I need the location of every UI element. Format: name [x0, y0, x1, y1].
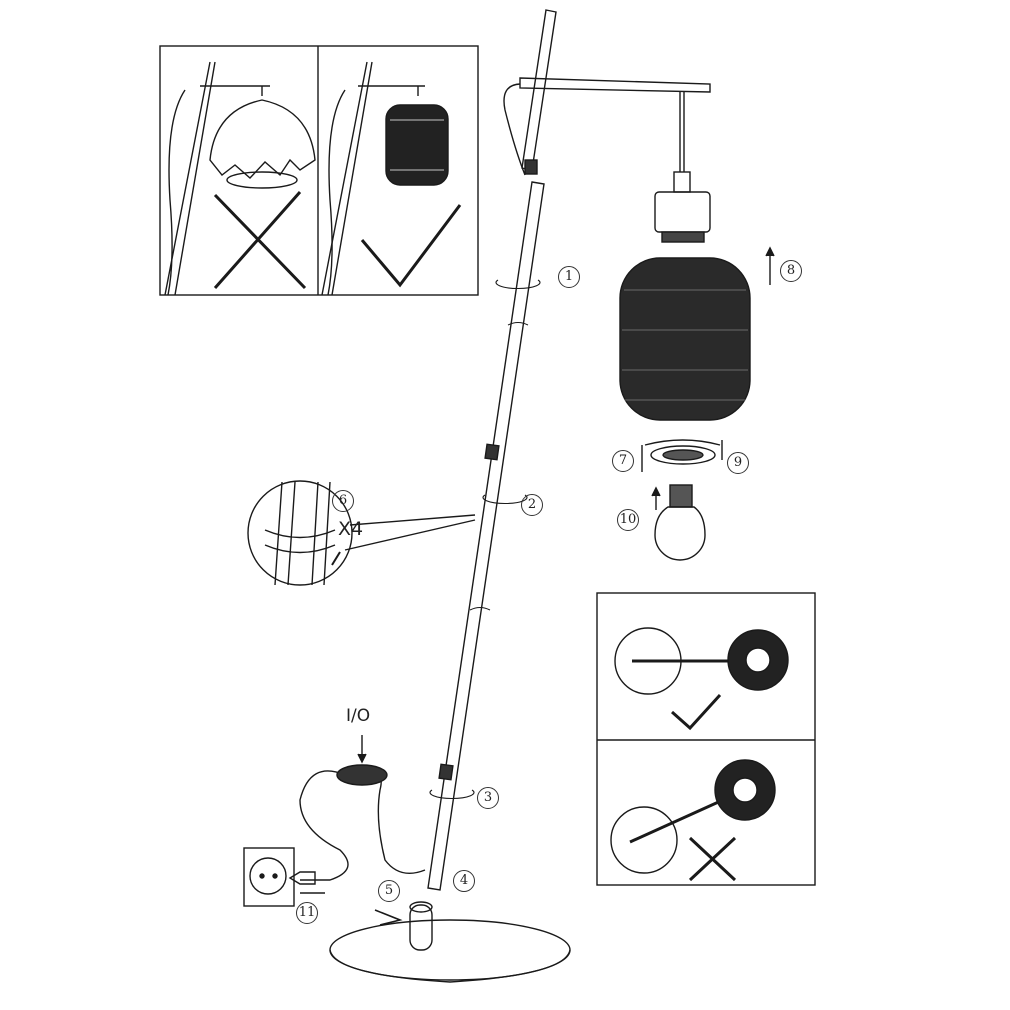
- right-check: [360, 204, 462, 288]
- wrong-cross: [213, 191, 307, 290]
- step-9-label: 9: [727, 452, 749, 474]
- step-2-label: 2: [521, 494, 543, 516]
- step-11-label: 11: [296, 902, 318, 924]
- light-bulb: [651, 484, 706, 561]
- wrinkled-cloth: [209, 99, 316, 179]
- step-6-label: 6: [332, 490, 354, 512]
- step-7-label: 7: [612, 450, 634, 472]
- switch-label: I/O: [346, 706, 371, 726]
- step-3-label: 3: [477, 787, 499, 809]
- base: [329, 901, 571, 983]
- pole: [427, 9, 711, 891]
- step-8-label: 8: [780, 260, 802, 282]
- step-10-label: 10: [617, 509, 639, 531]
- alignment-check-panel: [596, 592, 816, 886]
- step-1-label: 1: [558, 266, 580, 288]
- step-4-label: 4: [453, 870, 475, 892]
- power-cord: [243, 735, 426, 907]
- clip-detail: [247, 480, 476, 586]
- shade-ring: [641, 439, 723, 472]
- lantern-shade: [619, 257, 751, 421]
- shade-comparison-panel: [159, 45, 479, 296]
- lamp-holder: [654, 171, 711, 243]
- clip-count-label: X4: [338, 518, 364, 540]
- step-5-label: 5: [378, 880, 400, 902]
